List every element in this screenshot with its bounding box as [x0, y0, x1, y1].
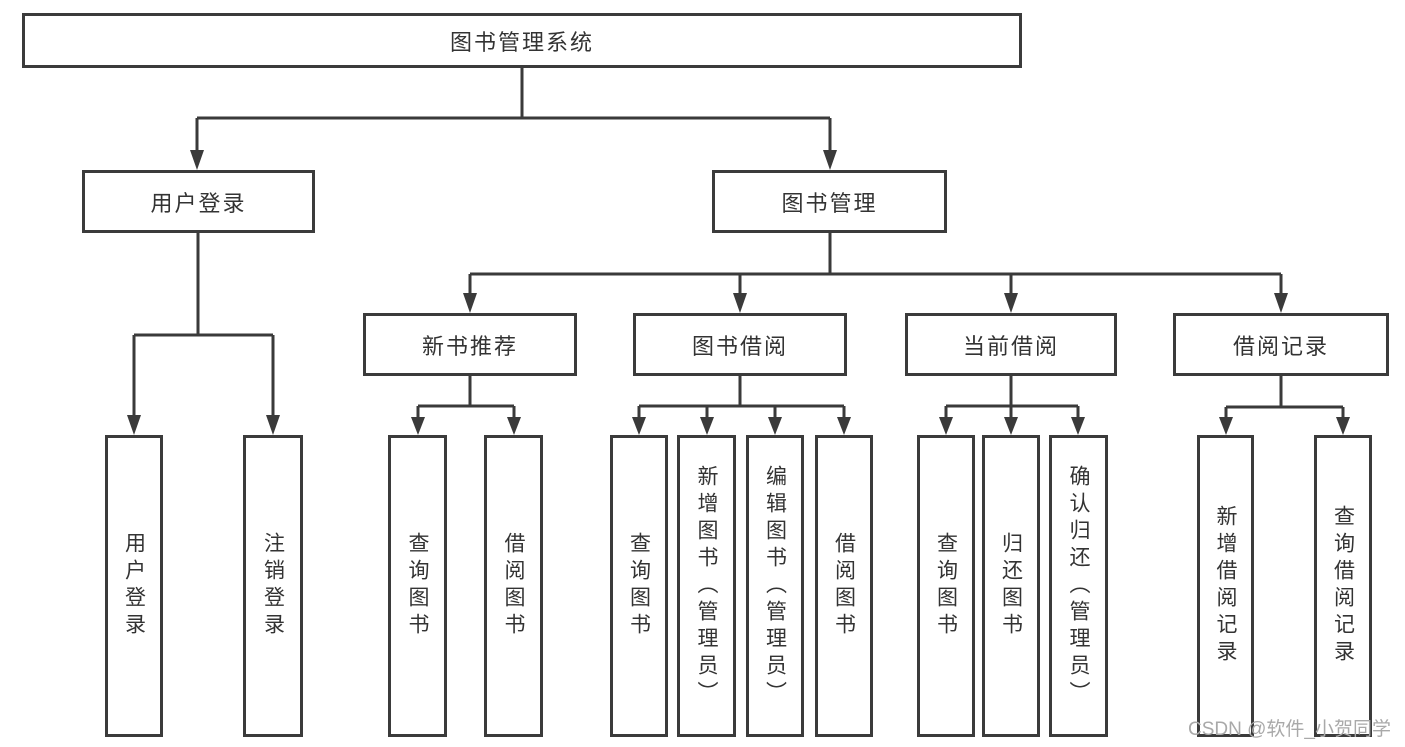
connector-new-book-recommend-to-leaves	[411, 376, 521, 435]
connector-book-borrow-to-leaves	[632, 376, 851, 435]
node-current-borrow: 当前借阅	[905, 313, 1117, 376]
node-borrow-records: 借阅记录	[1173, 313, 1389, 376]
leaf-logout-login: 注销登录	[243, 435, 303, 737]
node-label: 查询图书	[627, 532, 651, 640]
connector-current-borrow-to-leaves	[939, 376, 1085, 435]
node-label: 查询借阅记录	[1331, 505, 1355, 667]
node-label: 借阅图书	[502, 532, 525, 640]
node-label: 用户登录	[122, 532, 146, 640]
leaf-search-books-recommend: 查询图书	[388, 435, 447, 737]
leaf-return-books: 归还图书	[982, 435, 1040, 737]
node-new-book-recommend: 新书推荐	[363, 313, 577, 376]
node-book-borrow: 图书借阅	[633, 313, 847, 376]
connector-book-management-to-level3	[463, 233, 1288, 313]
connector-user-login-to-leaves	[127, 233, 280, 435]
node-label: 查询图书	[934, 532, 958, 640]
node-label: 用户登录	[150, 190, 247, 216]
leaf-search-books-current: 查询图书	[917, 435, 975, 737]
node-label: 图书管理	[781, 190, 878, 216]
connector-borrow-records-to-leaves	[1219, 376, 1350, 435]
node-book-management: 图书管理	[712, 170, 947, 233]
node-label: 图书管理系统	[449, 29, 594, 55]
node-label: 当前借阅	[962, 333, 1059, 359]
leaf-search-borrow-record: 查询借阅记录	[1314, 435, 1372, 737]
node-label: 新增图书（管理员）	[695, 464, 718, 708]
leaf-borrow-books: 借阅图书	[815, 435, 873, 737]
node-label: 新增借阅记录	[1214, 505, 1237, 667]
node-root: 图书管理系统	[22, 13, 1022, 68]
node-label: 注销登录	[261, 532, 285, 640]
leaf-user-login: 用户登录	[105, 435, 163, 737]
watermark: CSDN @软件_小贺同学	[1188, 719, 1391, 740]
node-label: 新书推荐	[421, 333, 518, 359]
connector-root-to-level2	[190, 68, 837, 170]
leaf-edit-books-admin: 编辑图书（管理员）	[746, 435, 804, 737]
node-label: 编辑图书（管理员）	[763, 464, 787, 708]
leaf-search-books-borrow: 查询图书	[610, 435, 668, 737]
node-label: 借阅记录	[1232, 333, 1329, 359]
leaf-add-borrow-record: 新增借阅记录	[1197, 435, 1254, 737]
node-label: 图书借阅	[691, 333, 788, 359]
node-label: 借阅图书	[832, 532, 856, 640]
leaf-confirm-return-admin: 确认归还（管理员）	[1049, 435, 1108, 737]
node-label: 归还图书	[999, 532, 1023, 640]
node-label: 查询图书	[406, 532, 429, 640]
node-label: 确认归还（管理员）	[1067, 464, 1090, 708]
leaf-borrow-books-recommend: 借阅图书	[484, 435, 543, 737]
node-user-login: 用户登录	[82, 170, 315, 233]
leaf-add-books-admin: 新增图书（管理员）	[677, 435, 736, 737]
